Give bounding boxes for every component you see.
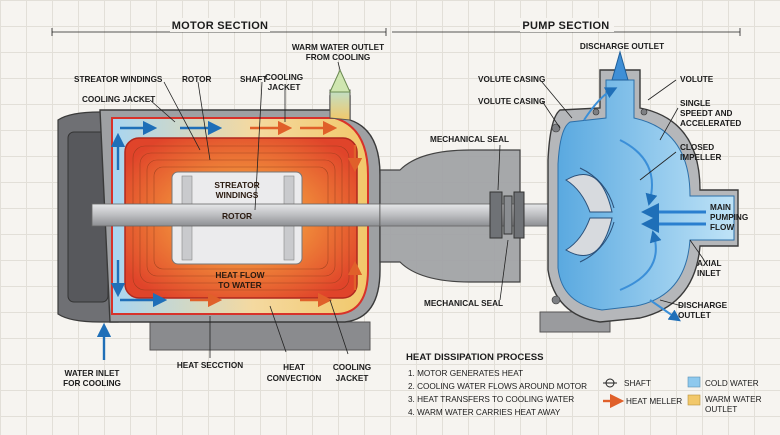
svg-text:WARM WATER OUTLET: WARM WATER OUTLET bbox=[292, 43, 384, 52]
label-water-inlet: WATER INLET FOR COOLING bbox=[63, 369, 121, 388]
svg-text:PUMPING: PUMPING bbox=[710, 213, 748, 222]
label-closed-impeller: CLOSED IMPELLER bbox=[680, 143, 721, 162]
svg-text:FROM COOLING: FROM COOLING bbox=[306, 53, 371, 62]
label-shaft-top: SHAFT bbox=[240, 75, 267, 84]
legend-shaft: SHAFT bbox=[603, 378, 651, 388]
process-step: 3. HEAT TRANSFERS TO COOLING WATER bbox=[408, 395, 574, 404]
label-warm-outlet: WARM WATER OUTLET FROM COOLING bbox=[292, 43, 384, 62]
heat-dissipation-process: HEAT DISSIPATION PROCESS 1. MOTOR GENERA… bbox=[406, 352, 587, 417]
leader-lines bbox=[149, 61, 705, 358]
label-cooling-jacket-left: COOLING JACKET bbox=[82, 95, 155, 104]
svg-text:COLD WATER: COLD WATER bbox=[705, 379, 759, 388]
label-mechanical-seal-bottom: MECHANICAL SEAL bbox=[424, 299, 503, 308]
svg-text:COOLING: COOLING bbox=[333, 363, 371, 372]
svg-text:JACKET: JACKET bbox=[268, 83, 301, 92]
svg-text:SHAFT: SHAFT bbox=[624, 379, 651, 388]
cold-water-arrows bbox=[96, 120, 223, 360]
label-mechanical-seal-top: MECHANICAL SEAL bbox=[430, 135, 509, 144]
label-cooling-jacket-bottom: COOLING JACKET bbox=[333, 363, 371, 383]
svg-text:DISCHARGE: DISCHARGE bbox=[678, 301, 728, 310]
label-discharge-outlet-top: DISCHARGE OUTLET bbox=[580, 42, 664, 51]
svg-text:TO WATER: TO WATER bbox=[218, 280, 261, 290]
label-cooling-jacket-top: COOLING JACKET bbox=[265, 73, 303, 92]
label-main-pumping-flow: MAIN PUMPING FLOW bbox=[710, 203, 748, 232]
svg-text:CONVECTION: CONVECTION bbox=[267, 374, 322, 383]
section-header-rules bbox=[51, 18, 741, 36]
svg-text:SPEEDT AND: SPEEDT AND bbox=[680, 109, 733, 118]
svg-text:WATER INLET: WATER INLET bbox=[65, 369, 120, 378]
casing-bolts bbox=[551, 108, 648, 305]
process-step: 2. COOLING WATER FLOWS AROUND MOTOR bbox=[408, 382, 587, 391]
process-title: HEAT DISSIPATION PROCESS bbox=[406, 352, 544, 363]
svg-text:HEAT: HEAT bbox=[283, 363, 305, 372]
main-inlet-arrows bbox=[641, 203, 706, 233]
svg-text:IMPELLER: IMPELLER bbox=[680, 153, 721, 162]
svg-text:CLOSED: CLOSED bbox=[680, 143, 714, 152]
process-step: 4. WARM WATER CARRIES HEAT AWAY bbox=[408, 408, 561, 417]
legend-cold-water: COLD WATER bbox=[687, 376, 759, 388]
volute-flow-arrows bbox=[583, 87, 681, 322]
legend-heat: HEAT MELLER bbox=[603, 393, 682, 409]
label-volute: VOLUTE bbox=[680, 75, 714, 84]
discharge-arrow-top bbox=[611, 50, 629, 81]
svg-text:ACCELERATED: ACCELERATED bbox=[680, 119, 741, 128]
svg-text:AXIAL: AXIAL bbox=[697, 259, 722, 268]
svg-text:OUTLET: OUTLET bbox=[678, 311, 711, 320]
label-rotor-top: ROTOR bbox=[182, 75, 212, 84]
mechanical-seal bbox=[489, 191, 525, 239]
motor-section-title: MOTOR SECTION bbox=[172, 20, 269, 32]
label-heat-secction: HEAT SECCTION bbox=[177, 361, 243, 370]
pump-section-title: PUMP SECTION bbox=[522, 20, 609, 32]
label-inner-rotor: ROTOR bbox=[222, 211, 252, 221]
svg-text:COOLING: COOLING bbox=[265, 73, 303, 82]
warm-outlet-arrow bbox=[329, 68, 351, 93]
svg-text:STREATOR: STREATOR bbox=[214, 180, 259, 190]
label-inner-windings: STREATOR WINDINGS bbox=[214, 180, 259, 200]
svg-text:HEAT MELLER: HEAT MELLER bbox=[626, 397, 682, 406]
label-streator-windings: STREATOR WINDINGS bbox=[74, 75, 163, 84]
label-axial-inlet: AXIAL INLET bbox=[697, 259, 722, 278]
svg-text:MAIN: MAIN bbox=[710, 203, 731, 212]
legend: SHAFT HEAT MELLER COLD WATER WARM WATER … bbox=[603, 376, 762, 414]
impeller bbox=[565, 167, 615, 263]
label-inner-heat-flow: HEAT FLOW TO WATER bbox=[215, 270, 264, 290]
svg-text:SINGLE: SINGLE bbox=[680, 99, 711, 108]
label-volute-casing-1: VOLUTE CASING bbox=[478, 75, 545, 84]
process-step: 1. MOTOR GENERATES HEAT bbox=[408, 369, 523, 378]
label-discharge-outlet-bottom: DISCHARGE OUTLET bbox=[678, 301, 728, 320]
svg-text:INLET: INLET bbox=[697, 269, 721, 278]
svg-text:WINDINGS: WINDINGS bbox=[216, 190, 259, 200]
svg-text:OUTLET: OUTLET bbox=[705, 405, 737, 414]
svg-text:JACKET: JACKET bbox=[336, 374, 369, 383]
warm-water-outlet-pipe bbox=[329, 89, 351, 121]
svg-text:FLOW: FLOW bbox=[710, 223, 734, 232]
label-volute-casing-2: VOLUTE CASING bbox=[478, 97, 545, 106]
svg-text:HEAT FLOW: HEAT FLOW bbox=[215, 270, 264, 280]
svg-text:WARM WATER: WARM WATER bbox=[705, 395, 762, 404]
label-single-speedt: SINGLE SPEEDT AND ACCELERATED bbox=[680, 99, 741, 128]
label-heat-convection: HEAT CONVECTION bbox=[267, 363, 322, 383]
legend-warm-water: WARM WATER OUTLET bbox=[687, 394, 762, 414]
heat-flow-arrows bbox=[190, 120, 363, 308]
svg-text:FOR COOLING: FOR COOLING bbox=[63, 379, 121, 388]
motor-base bbox=[149, 321, 371, 351]
